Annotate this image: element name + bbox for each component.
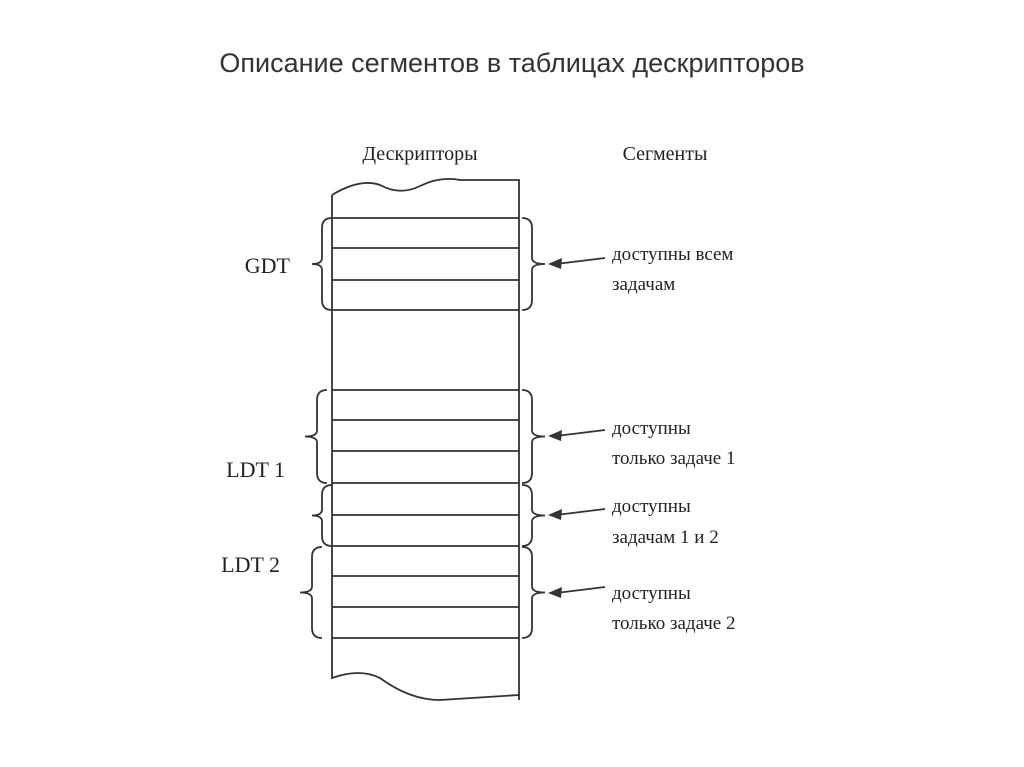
shared-left-brace bbox=[311, 484, 333, 547]
ldt1-label: LDT 1 bbox=[226, 457, 285, 482]
ldt1-arrow bbox=[548, 429, 606, 441]
slide-title: Описание сегментов в таблицах дескриптор… bbox=[219, 48, 805, 78]
shared-right-brace bbox=[521, 484, 546, 547]
ldt2-note-line2: только задаче 2 bbox=[612, 613, 735, 634]
gdt-right-brace bbox=[521, 217, 546, 311]
shared-note-line1: доступны bbox=[612, 496, 691, 517]
ldt2-label: LDT 2 bbox=[221, 552, 280, 577]
ldt1-note-line1: доступны bbox=[612, 418, 691, 439]
gdt-left-brace bbox=[311, 217, 333, 311]
ldt1-left-brace bbox=[304, 389, 328, 484]
ldt2-note-line1: доступны bbox=[612, 583, 691, 604]
gdt-note-line1: доступны всем bbox=[612, 244, 733, 265]
ldt2-arrow bbox=[548, 586, 606, 598]
shared-note-line2: задачам 1 и 2 bbox=[612, 527, 719, 548]
ldt2-right-brace bbox=[521, 546, 546, 639]
ldt1-right-brace bbox=[521, 389, 546, 484]
ldt1-note-line2: только задаче 1 bbox=[612, 448, 735, 469]
header-descriptors: Дескрипторы bbox=[362, 143, 477, 165]
gdt-arrow bbox=[548, 257, 606, 269]
gdt-label: GDT bbox=[245, 253, 291, 278]
gdt-note-line2: задачам bbox=[612, 274, 675, 295]
descriptor-column bbox=[331, 177, 520, 701]
ldt2-left-brace bbox=[299, 546, 323, 639]
shared-arrow bbox=[548, 508, 606, 520]
header-segments: Сегменты bbox=[623, 143, 708, 165]
